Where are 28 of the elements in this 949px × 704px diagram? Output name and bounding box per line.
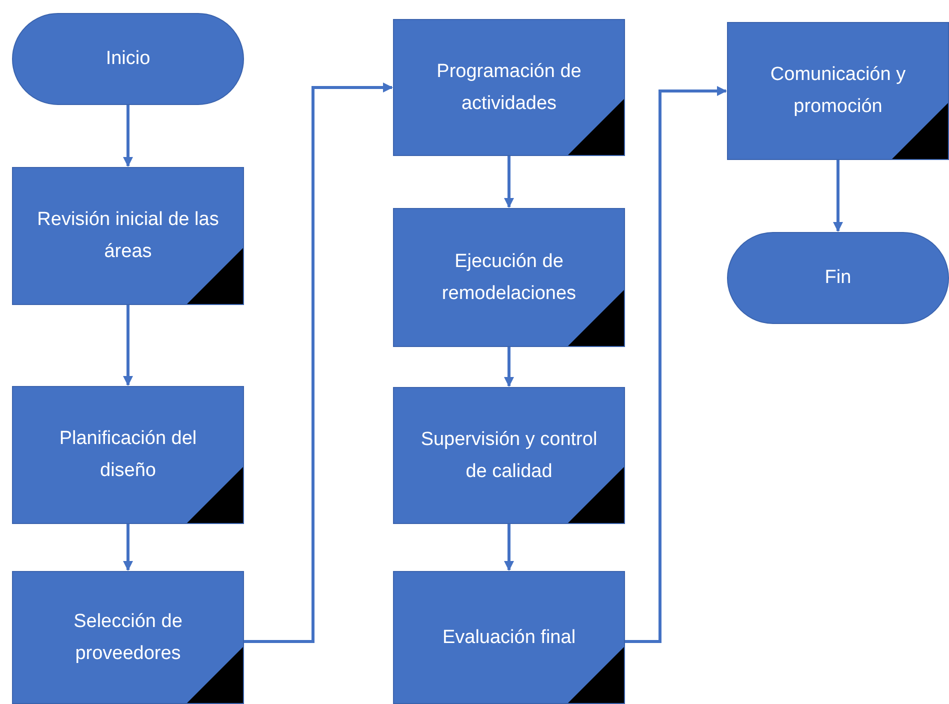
arrow bbox=[123, 524, 133, 571]
step-label: Planificación del diseño bbox=[58, 427, 198, 483]
process-box bbox=[393, 387, 625, 524]
step-label: Supervisión y control de calidad bbox=[420, 428, 598, 484]
arrow bbox=[504, 347, 514, 387]
process-box bbox=[12, 386, 244, 524]
arrow bbox=[504, 524, 514, 571]
step-label: Evaluación final bbox=[441, 626, 577, 650]
step-label: Ejecución de remodelaciones bbox=[440, 250, 578, 306]
step-label: Selección de proveedores bbox=[72, 610, 184, 666]
step-label: Revisión inicial de las áreas bbox=[36, 208, 220, 264]
arrow bbox=[123, 305, 133, 386]
arrow bbox=[504, 156, 514, 208]
arrow bbox=[833, 160, 843, 232]
process-box bbox=[727, 22, 949, 160]
arrow bbox=[625, 86, 727, 643]
terminal-pill bbox=[727, 232, 949, 324]
step-label: Inicio bbox=[104, 47, 152, 71]
process-box bbox=[12, 167, 244, 305]
process-box bbox=[393, 208, 625, 347]
arrow bbox=[123, 105, 133, 167]
step-label: Programación de actividades bbox=[436, 60, 582, 116]
process-box bbox=[393, 19, 625, 156]
step-label: Fin bbox=[824, 266, 852, 290]
process-box bbox=[12, 571, 244, 704]
step-label: Comunicación y promoción bbox=[769, 63, 907, 119]
process-box bbox=[393, 571, 625, 704]
arrow bbox=[244, 82, 393, 643]
